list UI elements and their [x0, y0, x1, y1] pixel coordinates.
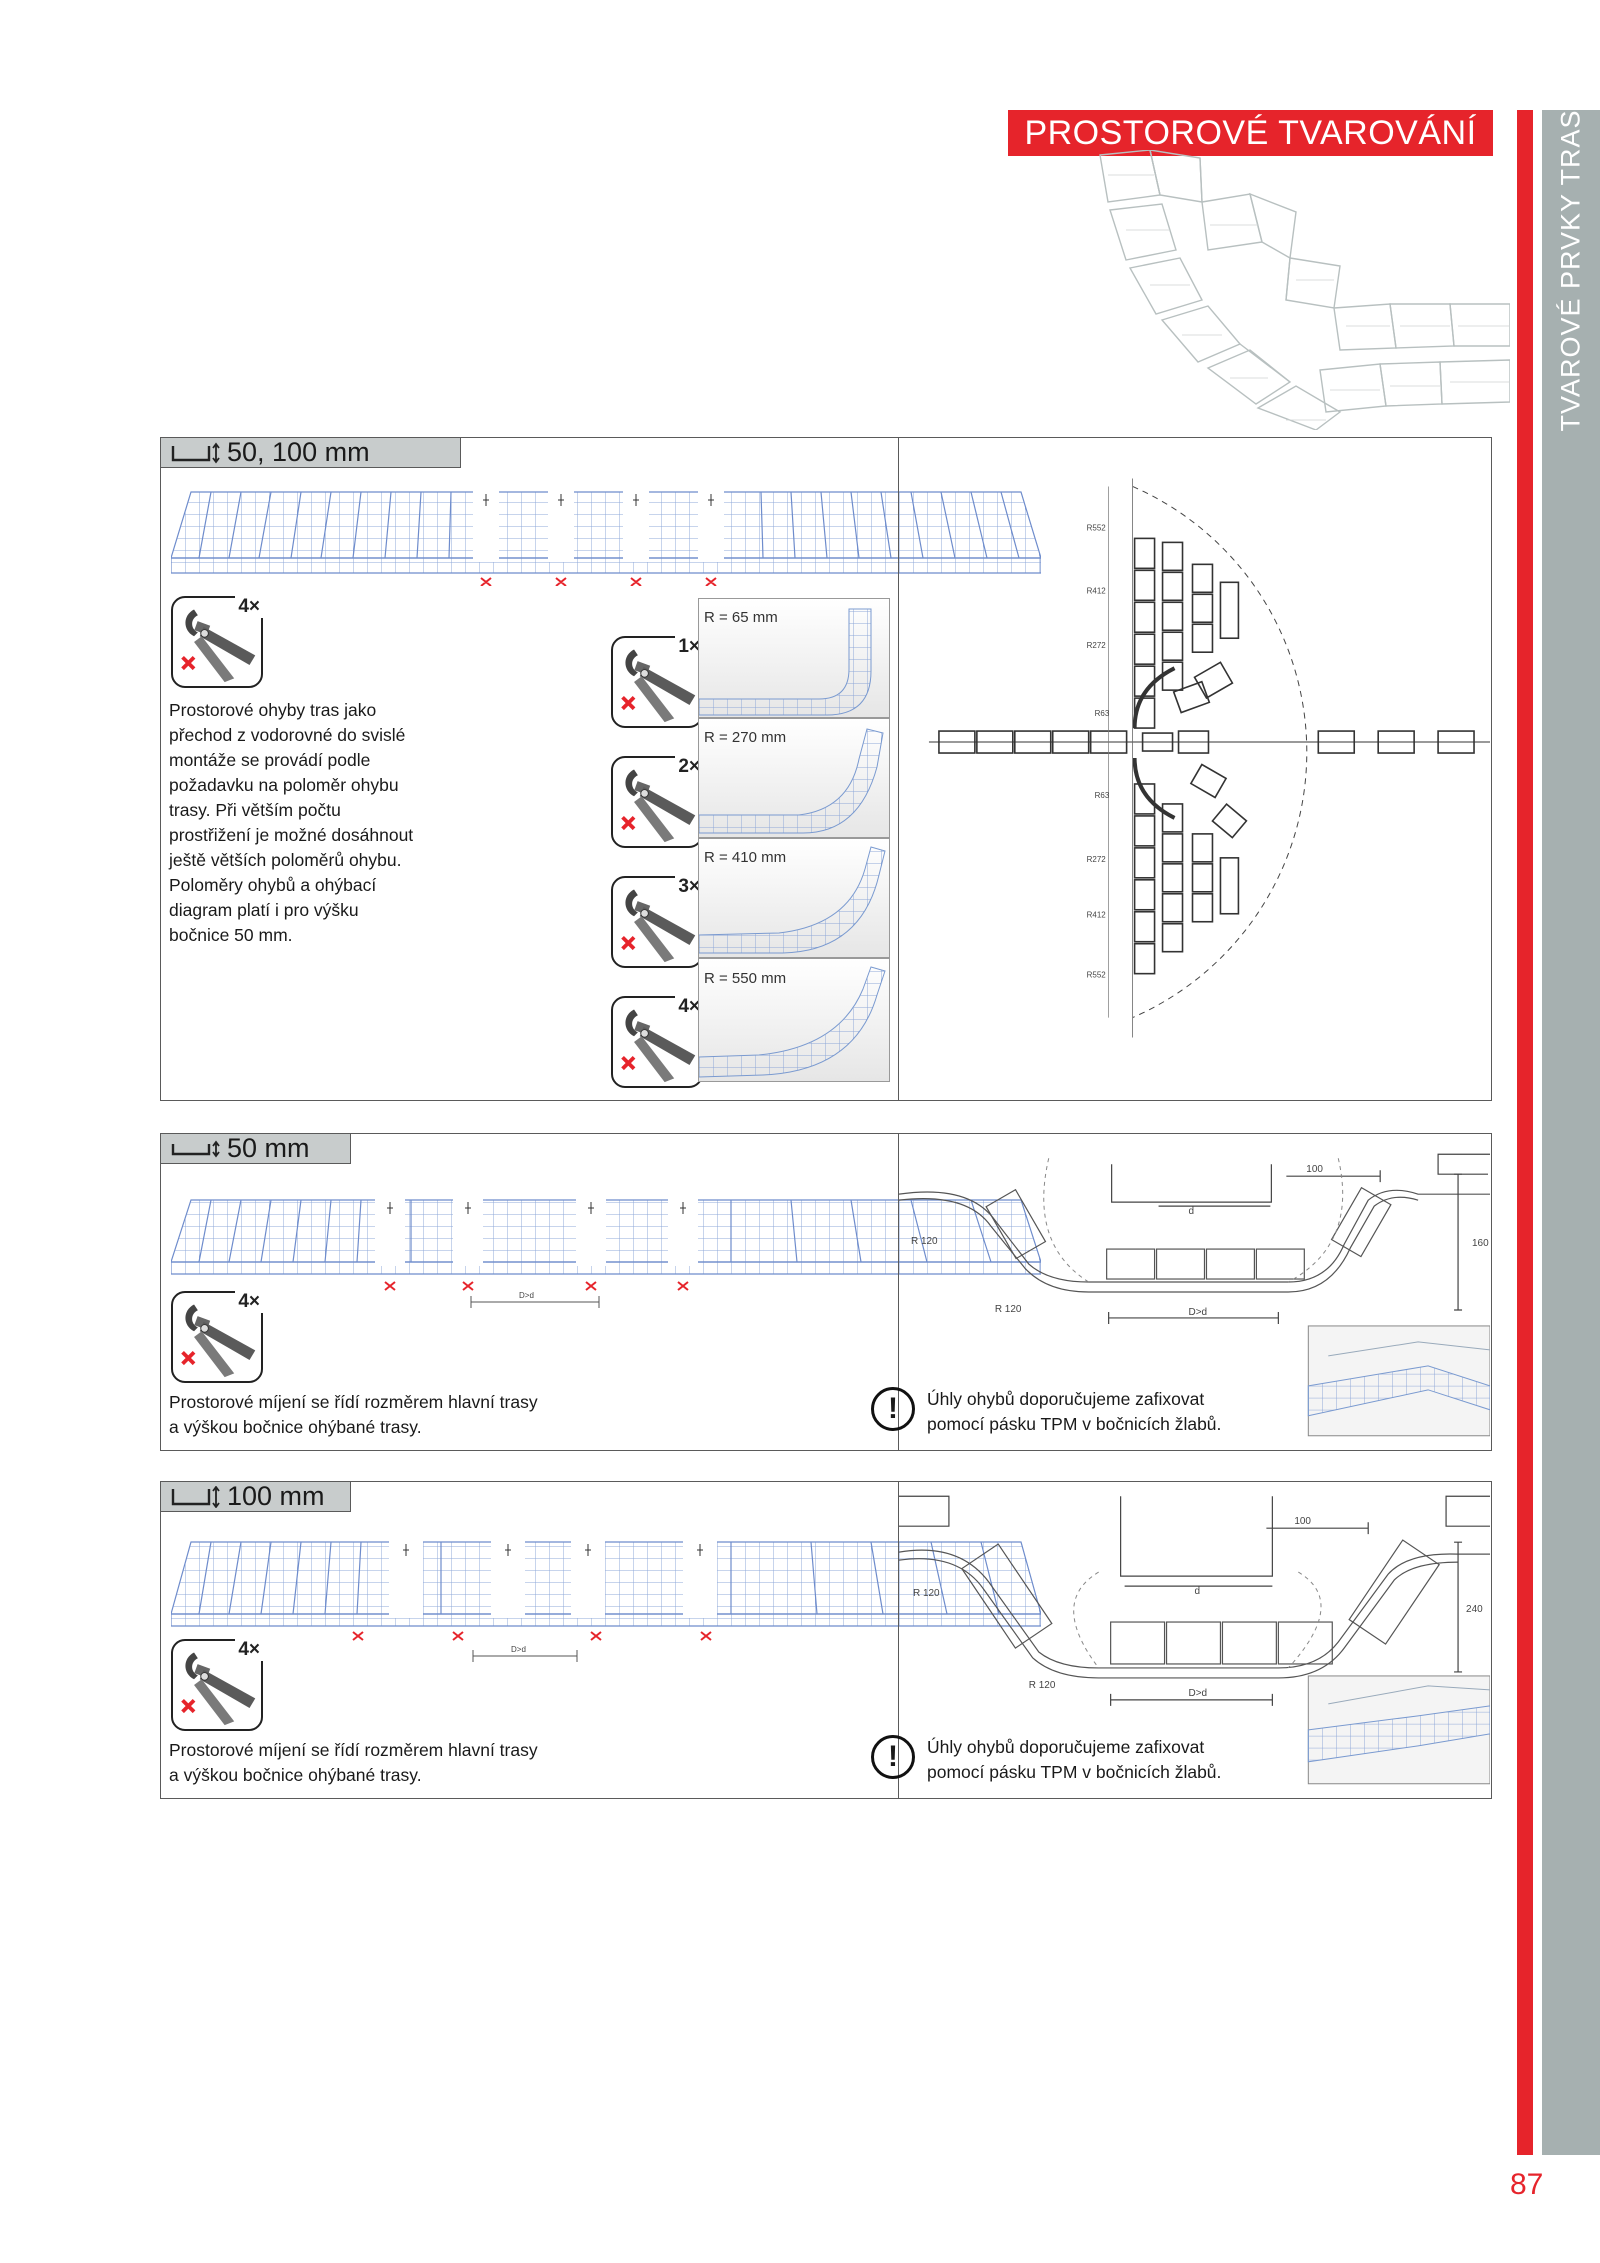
dimension-label: D>d — [1189, 1307, 1208, 1318]
strip-dimension-label: D>d — [511, 1645, 526, 1654]
diagram-label: R272 — [1087, 855, 1107, 864]
page-number: 87 — [1510, 2168, 1544, 2201]
dimension-label: 100 — [1306, 1164, 1323, 1175]
radius-example-image — [698, 718, 890, 838]
warning-text: Úhly ohybů doporučujeme zafixovat pomocí… — [927, 1737, 1222, 1782]
section-bend-radius: 50, 100 mm 4× Prostorové ohyby tras jako… — [160, 437, 1492, 1101]
dimension-label: R 120 — [1029, 1680, 1056, 1691]
cutting-pliers-tool: 4× — [171, 596, 263, 688]
diagram-label: R412 — [1087, 911, 1107, 920]
cutting-pliers-tool: 4× — [171, 1291, 263, 1383]
strip-dimension-label: D>d — [519, 1291, 534, 1300]
side-label: TVAROVÉ PRVKY TRAS — [1555, 108, 1586, 432]
dimension-label: d — [1189, 1206, 1195, 1217]
section-description: Prostorové míjení se řídí rozměrem hlavn… — [169, 1392, 538, 1437]
crossing-dimension-diagram: 100 d R 120 R 120 160 D>d — [898, 1134, 1490, 1450]
radius-label: R = 65 mm — [704, 609, 778, 626]
radius-label: R = 410 mm — [704, 849, 787, 866]
tool-count: 1× — [675, 636, 703, 658]
cutting-pliers-tool: 1× — [611, 636, 703, 728]
warning-text: Úhly ohybů doporučujeme zafixovat pomocí… — [927, 1389, 1222, 1434]
radius-example-image — [698, 958, 890, 1082]
exclamation-icon: ! — [871, 1735, 915, 1779]
section-crossing-50: 50 mm D>d 4× Prostorové míjení se řídí r… — [160, 1133, 1492, 1451]
section-description: Prostorové míjení se řídí rozměrem hlavn… — [169, 1740, 538, 1785]
tool-count: 3× — [675, 876, 703, 898]
tray-strip-cut-pattern: D>d — [171, 1538, 1041, 1662]
cutting-pliers-tool: 4× — [171, 1639, 263, 1731]
diagram-label: R63 — [1095, 791, 1110, 800]
tool-count: 4× — [235, 1291, 263, 1313]
height-label: 50 mm — [227, 1133, 310, 1163]
height-label: 50, 100 mm — [227, 437, 370, 467]
exclamation-icon: ! — [871, 1387, 915, 1431]
section-description: Prostorové ohyby tras jako přechod z vod… — [169, 700, 414, 945]
tool-count: 4× — [235, 596, 263, 618]
diagram-label: R63 — [1095, 709, 1110, 718]
cutting-pliers-tool: 2× — [611, 756, 703, 848]
dimension-label: d — [1195, 1586, 1201, 1597]
radius-label: R = 550 mm — [704, 970, 787, 987]
height-label: 100 mm — [227, 1481, 325, 1511]
height-label-pill: 50, 100 mm — [161, 437, 461, 468]
bending-radius-diagram: R552 R412 R272 R63 R63 R272 R412 R552 — [898, 438, 1490, 1100]
tray-strip-cut-pattern — [171, 488, 1041, 586]
page-title: PROSTOROVÉ TVAROVÁNÍ — [1008, 110, 1493, 156]
radius-example-image — [698, 598, 890, 718]
diagram-label: R552 — [1087, 971, 1107, 980]
warning-note: ! Úhly ohybů doporučujeme zafixovat pomo… — [871, 1387, 1257, 1437]
header-tray-illustration — [1099, 150, 1510, 430]
tool-count: 2× — [675, 756, 703, 778]
red-side-bar — [1517, 110, 1533, 2155]
dimension-label: 100 — [1294, 1516, 1311, 1527]
tray-strip-cut-pattern: D>d — [171, 1196, 1041, 1308]
tray-height-icon — [171, 442, 220, 463]
dimension-label: D>d — [1189, 1688, 1208, 1699]
diagram-label: R272 — [1087, 641, 1107, 650]
warning-note: ! Úhly ohybů doporučujeme zafixovat pomo… — [871, 1735, 1257, 1785]
cutting-pliers-tool: 4× — [611, 996, 703, 1088]
tool-count: 4× — [675, 996, 703, 1018]
tool-count: 4× — [235, 1639, 263, 1661]
gray-side-bar — [1542, 110, 1600, 2155]
tray-height-icon — [171, 1140, 220, 1157]
height-label-pill: 100 mm — [161, 1481, 351, 1512]
radius-label: R = 270 mm — [704, 729, 787, 746]
dimension-label: R 120 — [913, 1588, 940, 1599]
cutting-pliers-tool: 3× — [611, 876, 703, 968]
tray-height-icon — [171, 1485, 220, 1508]
dimension-label: R 120 — [995, 1304, 1022, 1315]
dimension-label: 240 — [1466, 1604, 1483, 1615]
section-crossing-100: 100 mm D>d 4× Prostorové míjení se řídí … — [160, 1481, 1492, 1799]
radius-example-image — [698, 838, 890, 958]
height-label-pill: 50 mm — [161, 1133, 351, 1164]
crossing-dimension-diagram: 100 d R 120 R 120 240 D>d — [898, 1482, 1490, 1798]
dimension-label: 160 — [1472, 1238, 1489, 1249]
diagram-label: R412 — [1087, 586, 1107, 595]
diagram-label: R552 — [1087, 523, 1107, 532]
dimension-label: R 120 — [911, 1236, 938, 1247]
